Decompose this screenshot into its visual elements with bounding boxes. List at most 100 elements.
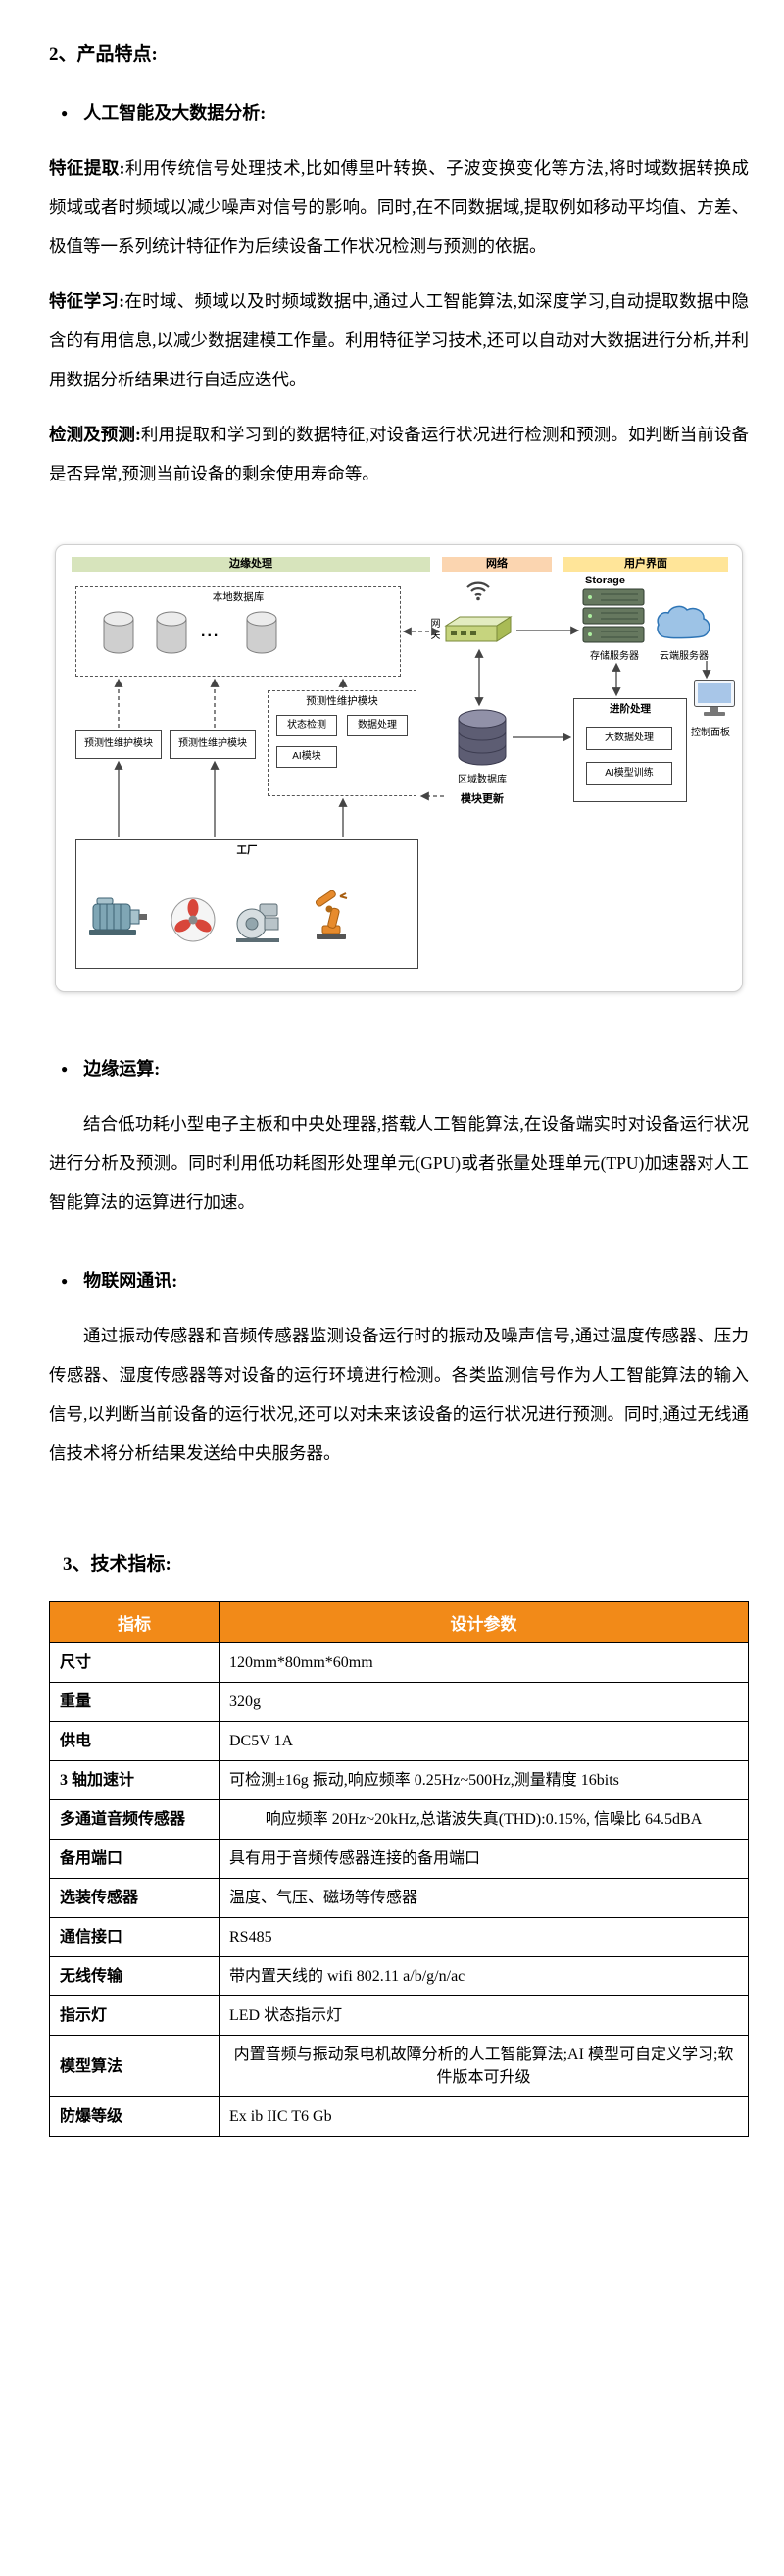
- bullet-icon: ●: [61, 106, 69, 120]
- table-row: 多通道音频传感器响应频率 20Hz~20kHz,总谐波失真(THD):0.15%…: [49, 1799, 749, 1840]
- table-row: 3 轴加速计可检测±16g 振动,响应频率 0.25Hz~500Hz,测量精度 …: [49, 1760, 749, 1800]
- spec-header-metric: 指标: [49, 1601, 220, 1643]
- cloud-server-icon: [657, 605, 710, 639]
- paragraph-lead: 特征学习:: [49, 291, 125, 311]
- section-heading-specs: 3、技术指标:: [63, 1554, 172, 1575]
- spec-value: RS485: [219, 1917, 749, 1957]
- storage-server-label: 存储服务器: [590, 651, 639, 662]
- table-row: 无线传输带内置天线的 wifi 802.11 a/b/g/n/ac: [49, 1956, 749, 1996]
- spec-label: 备用端口: [49, 1839, 220, 1879]
- table-row: 备用端口具有用于音频传感器连接的备用端口: [49, 1839, 749, 1879]
- paragraph-body: 利用传统信号处理技术,比如傅里叶转换、子波变换变化等方法,将时域数据转换成频域或…: [49, 158, 750, 256]
- paragraph-detection-prediction: 检测及预测:利用提取和学习到的数据特征,对设备运行状况进行检测和预测。如判断当前…: [49, 415, 749, 493]
- bullet-ai-label: 人工智能及大数据分析:: [83, 103, 267, 123]
- factory-title: 工厂: [236, 844, 258, 856]
- motor-icon: [89, 897, 147, 935]
- database-cylinder-icon: [246, 611, 277, 654]
- paragraph-body: 在时域、频域以及时频域数据中,通过人工智能算法,如深度学习,自动提取数据中隐含的…: [49, 291, 750, 389]
- pm-item-status-detect: 状态检测: [276, 715, 337, 736]
- database-cylinder-icon: [156, 611, 187, 654]
- table-row: 模型算法内置音频与振动泵电机故障分析的人工智能算法;AI 模型可自定义学习;软件…: [49, 2035, 749, 2097]
- control-panel-monitor-icon: [694, 680, 735, 716]
- control-panel-label: 控制面板: [691, 728, 730, 738]
- pm-item-ai-module: AI模块: [276, 746, 337, 768]
- module-update-label: 模块更新: [461, 793, 504, 805]
- factory-box: 工厂: [75, 839, 418, 969]
- paragraph-feature-extraction: 特征提取:利用传统信号处理技术,比如傅里叶转换、子波变换变化等方法,将时域数据转…: [49, 148, 749, 266]
- paragraph-edge-computing: 结合低功耗小型电子主板和中央处理器,搭载人工智能算法,在设备端实时对设备运行状况…: [49, 1114, 749, 1212]
- regional-database-label: 区域数据库: [458, 775, 507, 785]
- local-database-title: 本地数据库: [212, 591, 265, 603]
- ai-model-training-box: AI模型训练: [586, 762, 672, 785]
- robot-arm-icon: [315, 890, 348, 939]
- spec-value: DC5V 1A: [219, 1721, 749, 1761]
- spec-label: 无线传输: [49, 1956, 220, 1996]
- big-data-processing-box: 大数据处理: [586, 727, 672, 750]
- pm-module-box-2: 预测性维护模块: [170, 730, 256, 759]
- spec-header-value: 设计参数: [219, 1601, 749, 1643]
- advanced-processing-box: 进阶处理 大数据处理 AI模型训练: [573, 698, 687, 802]
- spec-label: 模型算法: [49, 2035, 220, 2097]
- bullet-iot-label: 物联网通讯:: [83, 1271, 178, 1290]
- pm-module-detail-box: 预测性维护模块 状态检测 数据处理 AI模块: [268, 690, 416, 796]
- spec-label: 通信接口: [49, 1917, 220, 1957]
- spec-label: 重量: [49, 1682, 220, 1722]
- pump-icon: [236, 903, 279, 942]
- paragraph-lead: 检测及预测:: [49, 425, 141, 444]
- spec-value: 320g: [219, 1682, 749, 1722]
- spec-value: LED 状态指示灯: [219, 1995, 749, 2036]
- spec-value: 温度、气压、磁场等传感器: [219, 1878, 749, 1918]
- spec-value: Ex ib IIC T6 Gb: [219, 2096, 749, 2137]
- bullet-ai-analysis: ● 人工智能及大数据分析:: [61, 99, 749, 125]
- spec-label: 多通道音频传感器: [49, 1799, 220, 1840]
- regional-database-icon: [458, 709, 507, 766]
- spec-value: 具有用于音频传感器连接的备用端口: [219, 1839, 749, 1879]
- section-heading-features: 2、产品特点:: [49, 44, 158, 65]
- cloud-server-label: 云端服务器: [660, 651, 709, 662]
- storage-title: Storage: [585, 575, 625, 586]
- spec-value: 120mm*80mm*60mm: [219, 1642, 749, 1683]
- spec-label: 防爆等级: [49, 2096, 220, 2137]
- spec-value: 内置音频与振动泵电机故障分析的人工智能算法;AI 模型可自定义学习;软件版本可升…: [219, 2035, 749, 2097]
- spec-label: 选装传感器: [49, 1878, 220, 1918]
- paragraph-lead: 特征提取:: [49, 158, 125, 177]
- paragraph-feature-learning: 特征学习:在时域、频域以及时频域数据中,通过人工智能算法,如深度学习,自动提取数…: [49, 281, 749, 399]
- ellipsis-label: ...: [201, 624, 220, 640]
- bullet-iot-communication: ● 物联网通讯:: [61, 1267, 749, 1292]
- gateway-label: 网关: [428, 618, 439, 641]
- pm-item-data-process: 数据处理: [347, 715, 408, 736]
- advanced-processing-title: 进阶处理: [610, 703, 651, 715]
- spec-table-header-row: 指标 设计参数: [49, 1601, 749, 1643]
- bullet-edge-label: 边缘运算:: [83, 1059, 161, 1079]
- architecture-diagram-wrap: 边缘处理 网络 用户界面 本地数据库 ... 预测性维护模块 预测性维护模块 预: [49, 544, 749, 992]
- wifi-icon: [466, 581, 490, 601]
- table-row: 选装传感器温度、气压、磁场等传感器: [49, 1878, 749, 1918]
- spec-value: 可检测±16g 振动,响应频率 0.25Hz~500Hz,测量精度 16bits: [219, 1760, 749, 1800]
- database-cylinder-icon: [103, 611, 134, 654]
- zone-band-edge-processing: 边缘处理: [72, 557, 430, 572]
- zone-band-network: 网络: [442, 557, 552, 572]
- spec-value: 带内置天线的 wifi 802.11 a/b/g/n/ac: [219, 1956, 749, 1996]
- bullet-icon: ●: [61, 1062, 69, 1076]
- fan-icon: [171, 897, 216, 942]
- architecture-diagram: 边缘处理 网络 用户界面 本地数据库 ... 预测性维护模块 预测性维护模块 预: [55, 544, 743, 992]
- spec-label: 供电: [49, 1721, 220, 1761]
- bullet-edge-computing: ● 边缘运算:: [61, 1055, 749, 1081]
- spec-label: 3 轴加速计: [49, 1760, 220, 1800]
- bullet-icon: ●: [61, 1274, 69, 1288]
- paragraph-iot-communication: 通过振动传感器和音频传感器监测设备运行时的振动及噪声信号,通过温度传感器、压力传…: [49, 1326, 749, 1463]
- zone-band-user-interface: 用户界面: [564, 557, 728, 572]
- spec-label: 指示灯: [49, 1995, 220, 2036]
- paragraph-body: 利用提取和学习到的数据特征,对设备运行状况进行检测和预测。如判断当前设备是否异常…: [49, 425, 750, 483]
- spec-value: 响应频率 20Hz~20kHz,总谐波失真(THD):0.15%, 信噪比 64…: [219, 1799, 749, 1840]
- gateway-router-icon: [444, 616, 513, 642]
- pm-module-box-1: 预测性维护模块: [75, 730, 162, 759]
